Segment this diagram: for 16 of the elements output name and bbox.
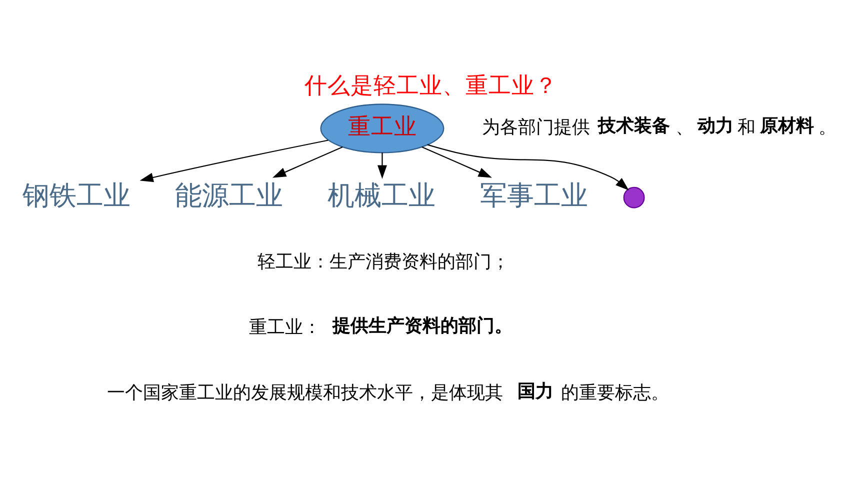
label: 一个国家重工业的发展规模和技术水平，是体现其国力的重要标志。 (106, 380, 669, 403)
arrow (421, 146, 492, 178)
node-text: 钢铁工业 (22, 180, 130, 212)
label: 为各部门提供技术装备、动力和原材料。 (482, 115, 836, 138)
arrow (272, 146, 342, 178)
diagram-title: 什么是轻工业、重工业？ (304, 72, 558, 99)
node-ellipse: 重工业 (320, 103, 444, 153)
label: 轻工业：生产消费资料的部门； (256, 250, 509, 272)
arrow (376, 152, 386, 178)
arrow (139, 139, 328, 182)
arrow (426, 144, 628, 190)
node-text: 机械工业 (326, 180, 435, 212)
node-circle (622, 186, 644, 208)
node-text: 能源工业 (174, 180, 283, 212)
label: 重工业：提供生产资料的部门。 (248, 315, 512, 338)
node-text: 军事工业 (479, 180, 588, 212)
